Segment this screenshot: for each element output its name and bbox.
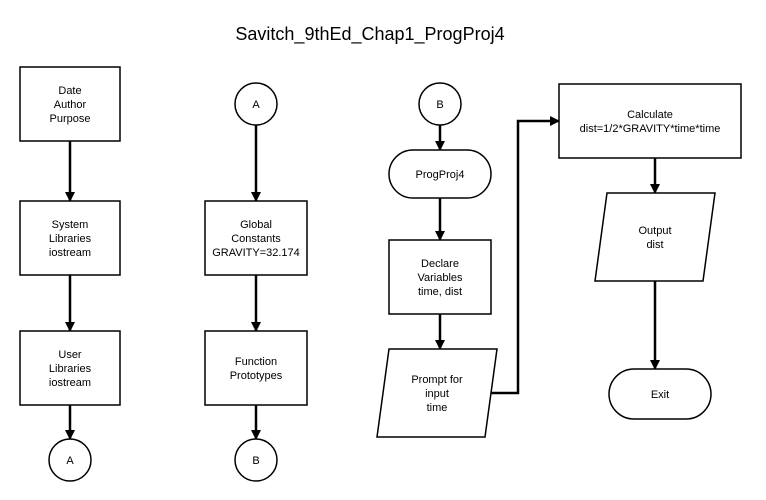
node-connector-b-out: B — [234, 438, 278, 482]
exit-shape — [608, 368, 712, 420]
output-dist-label-line: dist — [646, 239, 663, 251]
connector-b-out-label-line: B — [252, 455, 259, 467]
global-constants-label-line: Constants — [231, 233, 281, 245]
calculate-dist-shape — [558, 83, 742, 159]
edges — [65, 116, 660, 440]
global-constants-shape — [204, 200, 308, 276]
header-label-line: Purpose — [50, 113, 91, 125]
declare-variables-label-line: time, dist — [418, 286, 462, 298]
connector-b-in-shape — [418, 82, 462, 126]
node-start-progproj4: ProgProj4 — [388, 149, 492, 199]
node-exit: Exit — [608, 368, 712, 420]
header-label-line: Author — [54, 99, 87, 111]
start-progproj4-label-line: ProgProj4 — [416, 169, 465, 181]
connector-b-out-shape — [234, 438, 278, 482]
node-connector-a-out: A — [48, 438, 92, 482]
user-libs-label-line: User — [58, 349, 82, 361]
calculate-dist-label-line: Calculate — [627, 109, 673, 121]
user-libs-shape — [19, 330, 121, 406]
prompt-input-label-line: time — [427, 402, 448, 414]
node-output-dist: Output dist — [594, 192, 716, 282]
system-libs-shape — [19, 200, 121, 276]
header-label-line: Date — [58, 85, 81, 97]
declare-variables-label-line: Variables — [417, 272, 463, 284]
calculate-dist-label-line: dist=1/2*GRAVITY*time*time — [580, 123, 721, 135]
output-dist-label-line: Output — [638, 225, 671, 237]
output-dist-shape — [594, 192, 716, 282]
node-prompt-input: Prompt for input time — [376, 348, 498, 438]
global-constants-label-line: Global — [240, 219, 272, 231]
node-connector-b-in: B — [418, 82, 462, 126]
user-libs-label-line: Libraries — [49, 363, 92, 375]
connector-a-out-label-line: A — [66, 455, 74, 467]
function-prototypes-label-line: Prototypes — [230, 370, 283, 382]
prompt-input-shape — [376, 348, 498, 438]
node-calculate-dist: Calculate dist=1/2*GRAVITY*time*time — [558, 83, 742, 159]
header-shape — [19, 66, 121, 142]
declare-variables-label-line: Declare — [421, 258, 459, 270]
declare-variables-shape — [388, 239, 492, 315]
system-libs-label-line: iostream — [49, 247, 91, 259]
connector-a-in-shape — [234, 82, 278, 126]
function-prototypes-label-line: Function — [235, 356, 277, 368]
user-libs-label-line: iostream — [49, 377, 91, 389]
node-connector-a-in: A — [234, 82, 278, 126]
prompt-input-label-line: Prompt for — [411, 374, 463, 386]
global-constants-label-line: GRAVITY=32.174 — [212, 247, 300, 259]
system-libs-label-line: System — [52, 219, 89, 231]
function-prototypes-shape — [204, 330, 308, 406]
prompt-input-label-line: input — [425, 388, 449, 400]
exit-label-line: Exit — [651, 389, 669, 401]
diagram-title: Savitch_9thEd_Chap1_ProgProj4 — [235, 24, 504, 45]
system-libs-label-line: Libraries — [49, 233, 92, 245]
edge-prompt-input-to-calculate-dist — [485, 116, 560, 395]
connector-b-in-label-line: B — [436, 99, 443, 111]
start-progproj4-shape — [388, 149, 492, 199]
connector-a-in-label-line: A — [252, 99, 260, 111]
connector-a-out-shape — [48, 438, 92, 482]
